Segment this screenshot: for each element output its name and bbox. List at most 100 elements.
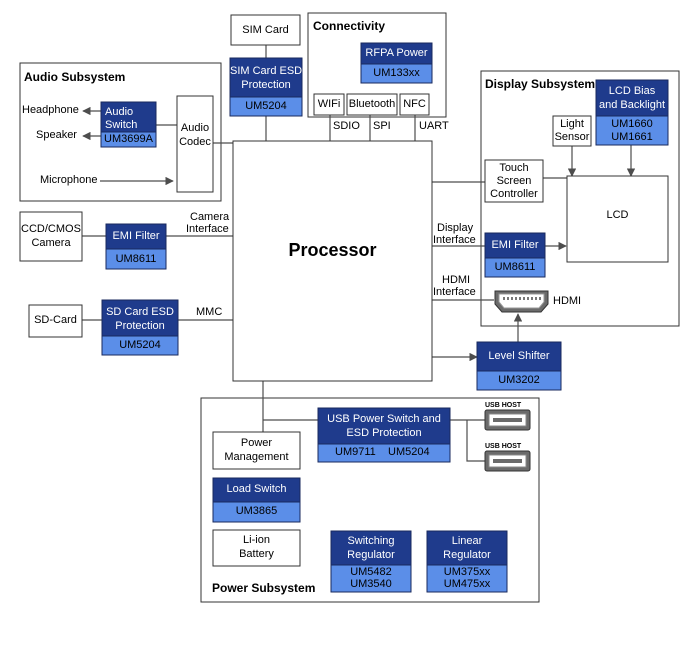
camera-label-2: Camera (31, 237, 71, 249)
lcd-bias-label-1: LCD Bias (608, 85, 656, 97)
audio-codec-box (176, 95, 214, 193)
usb-power-switch-chip (317, 407, 451, 445)
display-emi-filter-chip (484, 232, 546, 259)
nfc-box (399, 93, 430, 116)
mmc-label: MMC (196, 306, 223, 318)
nfc-label: NFC (403, 98, 426, 110)
usb-port-icon-1 (484, 409, 531, 431)
battery-label-2: Battery (239, 548, 274, 560)
rfpa-power-label: RFPA Power (365, 47, 428, 59)
connectivity-title: Connectivity (313, 19, 386, 33)
usb-power-switch-label-2: ESD Protection (346, 427, 422, 439)
touch-controller-box (484, 159, 544, 203)
audio-subsystem-title: Audio Subsystem (24, 70, 126, 84)
linear-regulator-part-1: UM375xx (443, 566, 491, 578)
audio-switch-part: UM3699A (104, 133, 153, 145)
audio-subsystem-frame (19, 62, 222, 202)
audio-switch-label-2: Switch (105, 119, 138, 131)
camera-emi-filter-label: EMI Filter (112, 230, 160, 242)
level-shifter-part: UM3202 (498, 374, 540, 386)
hdmi-connector-icon (494, 290, 549, 313)
power-management-box (212, 431, 301, 470)
power-management-label-2: Management (224, 451, 289, 463)
level-shifter-chip (476, 341, 562, 372)
load-switch-part: UM3865 (235, 505, 278, 517)
bluetooth-box (346, 93, 398, 116)
switching-regulator-part-2: UM3540 (350, 578, 392, 590)
lcd-bias-part-2: UM1661 (611, 131, 653, 143)
audio-switch-label-1: Audio (105, 106, 134, 118)
speaker-label: Speaker (36, 129, 77, 141)
power-management-label-1: Power (240, 437, 273, 449)
switching-regulator-chip (330, 530, 412, 566)
wifi-box (313, 93, 345, 116)
switching-regulator-label-1: Switching (347, 535, 395, 547)
hdmi-interface-label-1: HDMI (442, 274, 471, 286)
usb-host-label-2: USB HOST (485, 443, 522, 450)
processor-box (232, 140, 433, 382)
lcd-label: LCD (606, 209, 629, 221)
sim-esd-part: UM5204 (245, 100, 287, 112)
sim-esd-label-2: Protection (241, 79, 291, 91)
hdmi-interface-label-2: Interface (433, 286, 476, 298)
display-subsystem-frame (480, 70, 680, 327)
sd-card-label: SD-Card (34, 314, 77, 326)
camera-label-1: CCD/CMOS (21, 223, 81, 235)
battery-box (212, 529, 301, 567)
audio-codec-label-2: Codec (179, 136, 211, 148)
load-switch-label: Load Switch (226, 483, 287, 495)
sd-esd-chip (101, 299, 179, 337)
camera-emi-filter-part: UM8611 (115, 253, 157, 265)
power-subsystem-title: Power Subsystem (212, 581, 316, 595)
light-sensor-label-2: Sensor (554, 131, 590, 143)
touch-label-2: Screen (496, 175, 532, 187)
sim-esd-chip (229, 57, 303, 98)
usb-power-switch-label-1: USB Power Switch and (327, 413, 441, 425)
light-sensor-box (552, 115, 592, 147)
usb-port-icon-2 (484, 450, 531, 472)
power-subsystem-frame (200, 397, 540, 603)
camera-interface-label-2: Interface (186, 223, 229, 235)
touch-label-1: Touch (499, 162, 529, 174)
sd-esd-part: UM5204 (119, 339, 161, 351)
uart-label: UART (419, 120, 449, 132)
sd-esd-label-2: Protection (115, 320, 165, 332)
sd-esd-label-1: SD Card ESD (106, 306, 174, 318)
sim-card-box (230, 14, 301, 46)
hdmi-label: HDMI (553, 295, 582, 307)
audio-codec-label-1: Audio (180, 122, 210, 134)
light-sensor-label-1: Light (560, 118, 584, 130)
level-shifter-label: Level Shifter (488, 350, 550, 362)
display-subsystem-title: Display Subsystem (485, 77, 596, 91)
display-interface-label-1: Display (437, 222, 474, 234)
usb-power-switch-part-1: UM9711 (335, 446, 376, 458)
microphone-label: Microphone (40, 174, 98, 186)
touch-label-3: Controller (490, 188, 538, 200)
spi-label: SPI (373, 120, 391, 132)
sdio-label: SDIO (333, 120, 360, 132)
sim-card-label: SIM Card (242, 24, 289, 36)
load-switch-chip (212, 477, 301, 503)
linear-regulator-label-1: Linear (451, 535, 483, 547)
lcd-bias-label-2: and Backlight (598, 99, 666, 111)
sim-esd-label-1: SIM Card ESD (230, 65, 303, 77)
lcd-bias-part-1: UM1660 (611, 118, 653, 130)
display-interface-label-2: Interface (433, 234, 476, 246)
battery-label-1: Li-ion (243, 534, 270, 546)
linear-regulator-label-2: Regulator (443, 549, 491, 561)
display-emi-filter-label: EMI Filter (491, 239, 539, 251)
rfpa-power-part: UM133xx (373, 67, 420, 79)
lcd-bias-chip (595, 79, 669, 117)
linear-regulator-part-2: UM475xx (443, 578, 491, 590)
camera-interface-label-1: Camera (190, 211, 230, 223)
wifi-label: WIFi (317, 98, 341, 110)
processor-label: Processor (288, 240, 377, 260)
usb-power-switch-part-2: UM5204 (388, 446, 430, 458)
display-emi-filter-part: UM8611 (494, 261, 536, 273)
bluetooth-label: Bluetooth (348, 98, 396, 110)
switching-regulator-part-1: UM5482 (350, 566, 392, 578)
switching-regulator-label-2: Regulator (347, 549, 395, 561)
camera-box (19, 211, 83, 262)
sd-card-box (28, 304, 83, 338)
